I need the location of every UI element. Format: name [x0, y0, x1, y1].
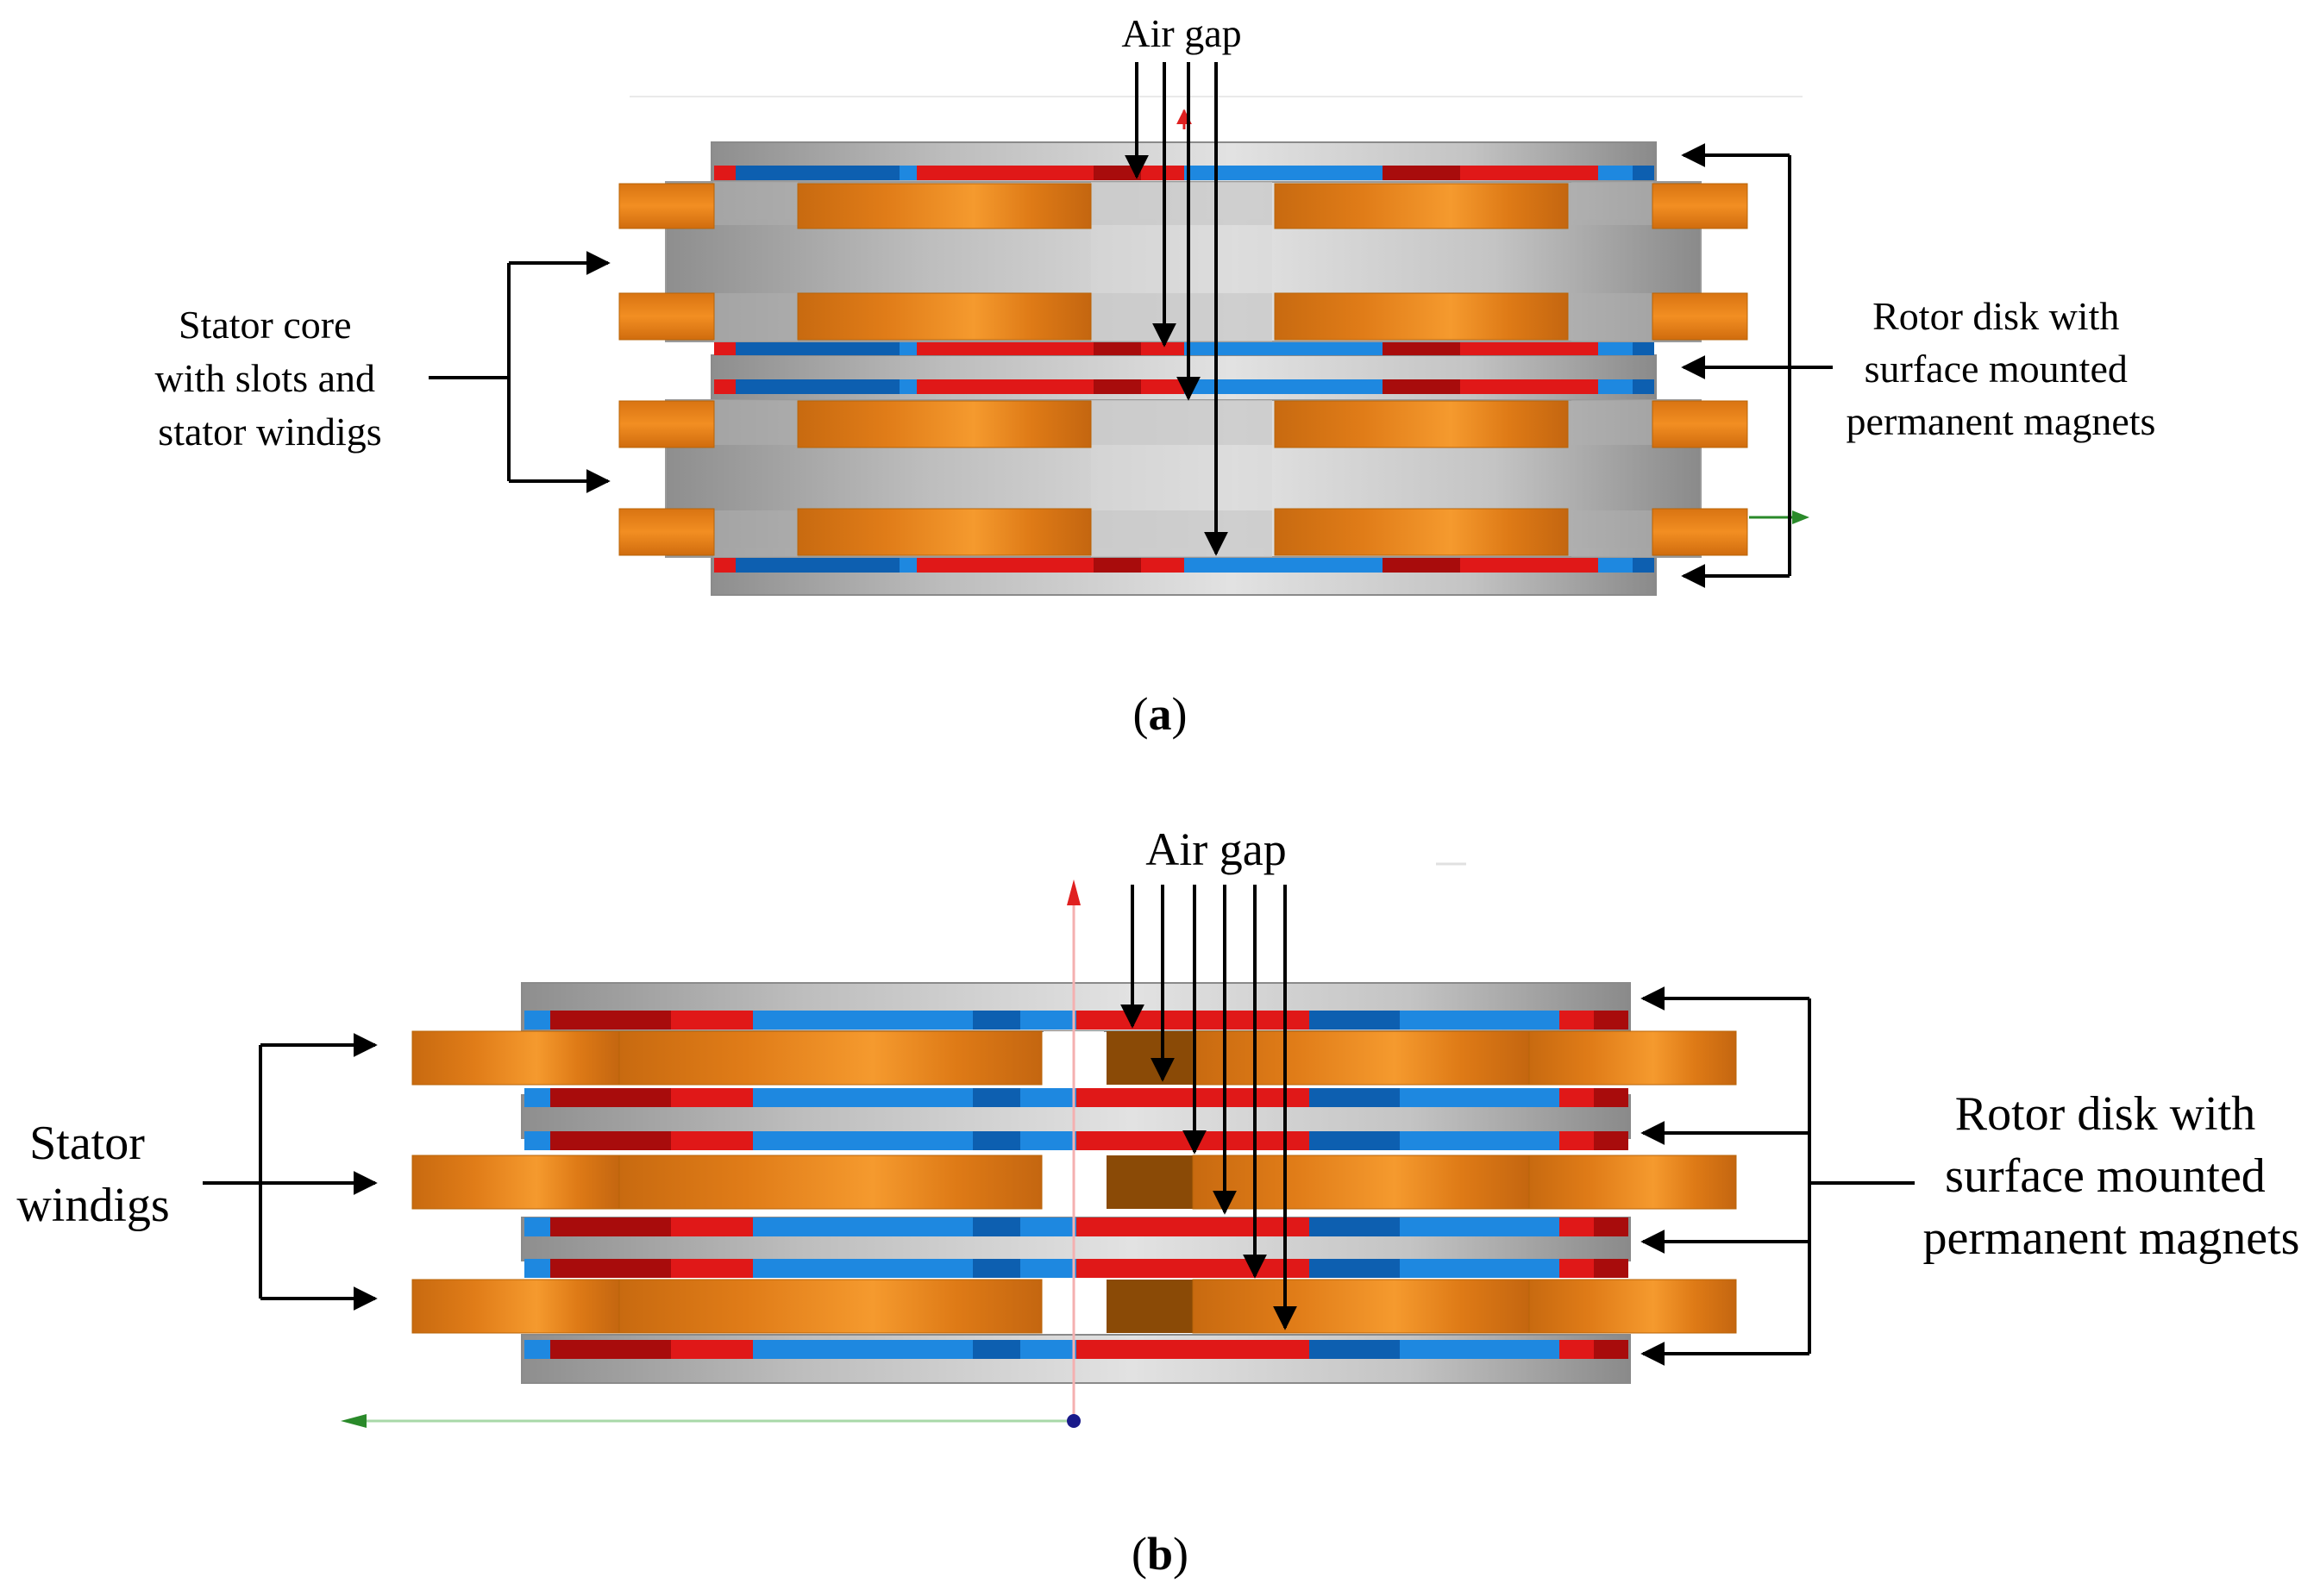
stator-bracket-b	[203, 1033, 378, 1311]
magnet-strip-b-2	[524, 1088, 1628, 1107]
winding-row-1-b	[411, 1030, 1737, 1086]
magnet-strip-a-4	[714, 558, 1654, 573]
magnet-strip-b-6	[524, 1340, 1628, 1359]
magnet-strip-b-1	[524, 1011, 1628, 1030]
winding-row-2-a	[618, 292, 1748, 341]
figure-a: Air gap Stator core with slots and stato…	[154, 11, 2155, 740]
magnet-strip-a-2	[714, 341, 1654, 355]
rotor-bracket-a	[1681, 143, 1833, 588]
caption-a: (a)	[1133, 688, 1188, 740]
air-gap-label-a: Air gap	[1121, 11, 1241, 55]
winding-row-3-b	[411, 1279, 1737, 1334]
magnet-strip-b-4	[524, 1217, 1628, 1236]
stator-label-b: Stator windigs	[16, 1117, 169, 1232]
figure-b: Air gap Stator windigs Rotor disk with s…	[16, 823, 2299, 1580]
rotor-bracket-b	[1640, 986, 1915, 1366]
magnet-strips-b	[524, 1011, 1628, 1359]
winding-row-2-b	[411, 1155, 1737, 1210]
rotor-label-b: Rotor disk with surface mounted permanen…	[1923, 1087, 2300, 1265]
magnet-strip-b-5	[524, 1259, 1628, 1278]
stator-windings-a	[618, 183, 1748, 556]
magnet-strip-b-3	[524, 1131, 1628, 1150]
magnet-strip-a-3	[714, 379, 1654, 394]
rotor-label-a: Rotor disk with surface mounted permanen…	[1847, 294, 2156, 443]
air-gap-arrows-a	[1125, 62, 1228, 556]
stator-label-a: Stator core with slots and stator windig…	[154, 303, 385, 454]
winding-row-1-a	[618, 183, 1748, 229]
winding-row-3-a	[618, 400, 1748, 448]
magnet-strip-a-1	[714, 166, 1654, 180]
winding-row-4-a	[618, 508, 1748, 556]
caption-b: (b)	[1132, 1528, 1188, 1580]
air-gap-label-b: Air gap	[1145, 823, 1286, 875]
air-gap-arrows-b	[1120, 885, 1297, 1330]
stator-bracket-a	[429, 251, 611, 493]
stator-windings-b	[411, 1030, 1737, 1334]
